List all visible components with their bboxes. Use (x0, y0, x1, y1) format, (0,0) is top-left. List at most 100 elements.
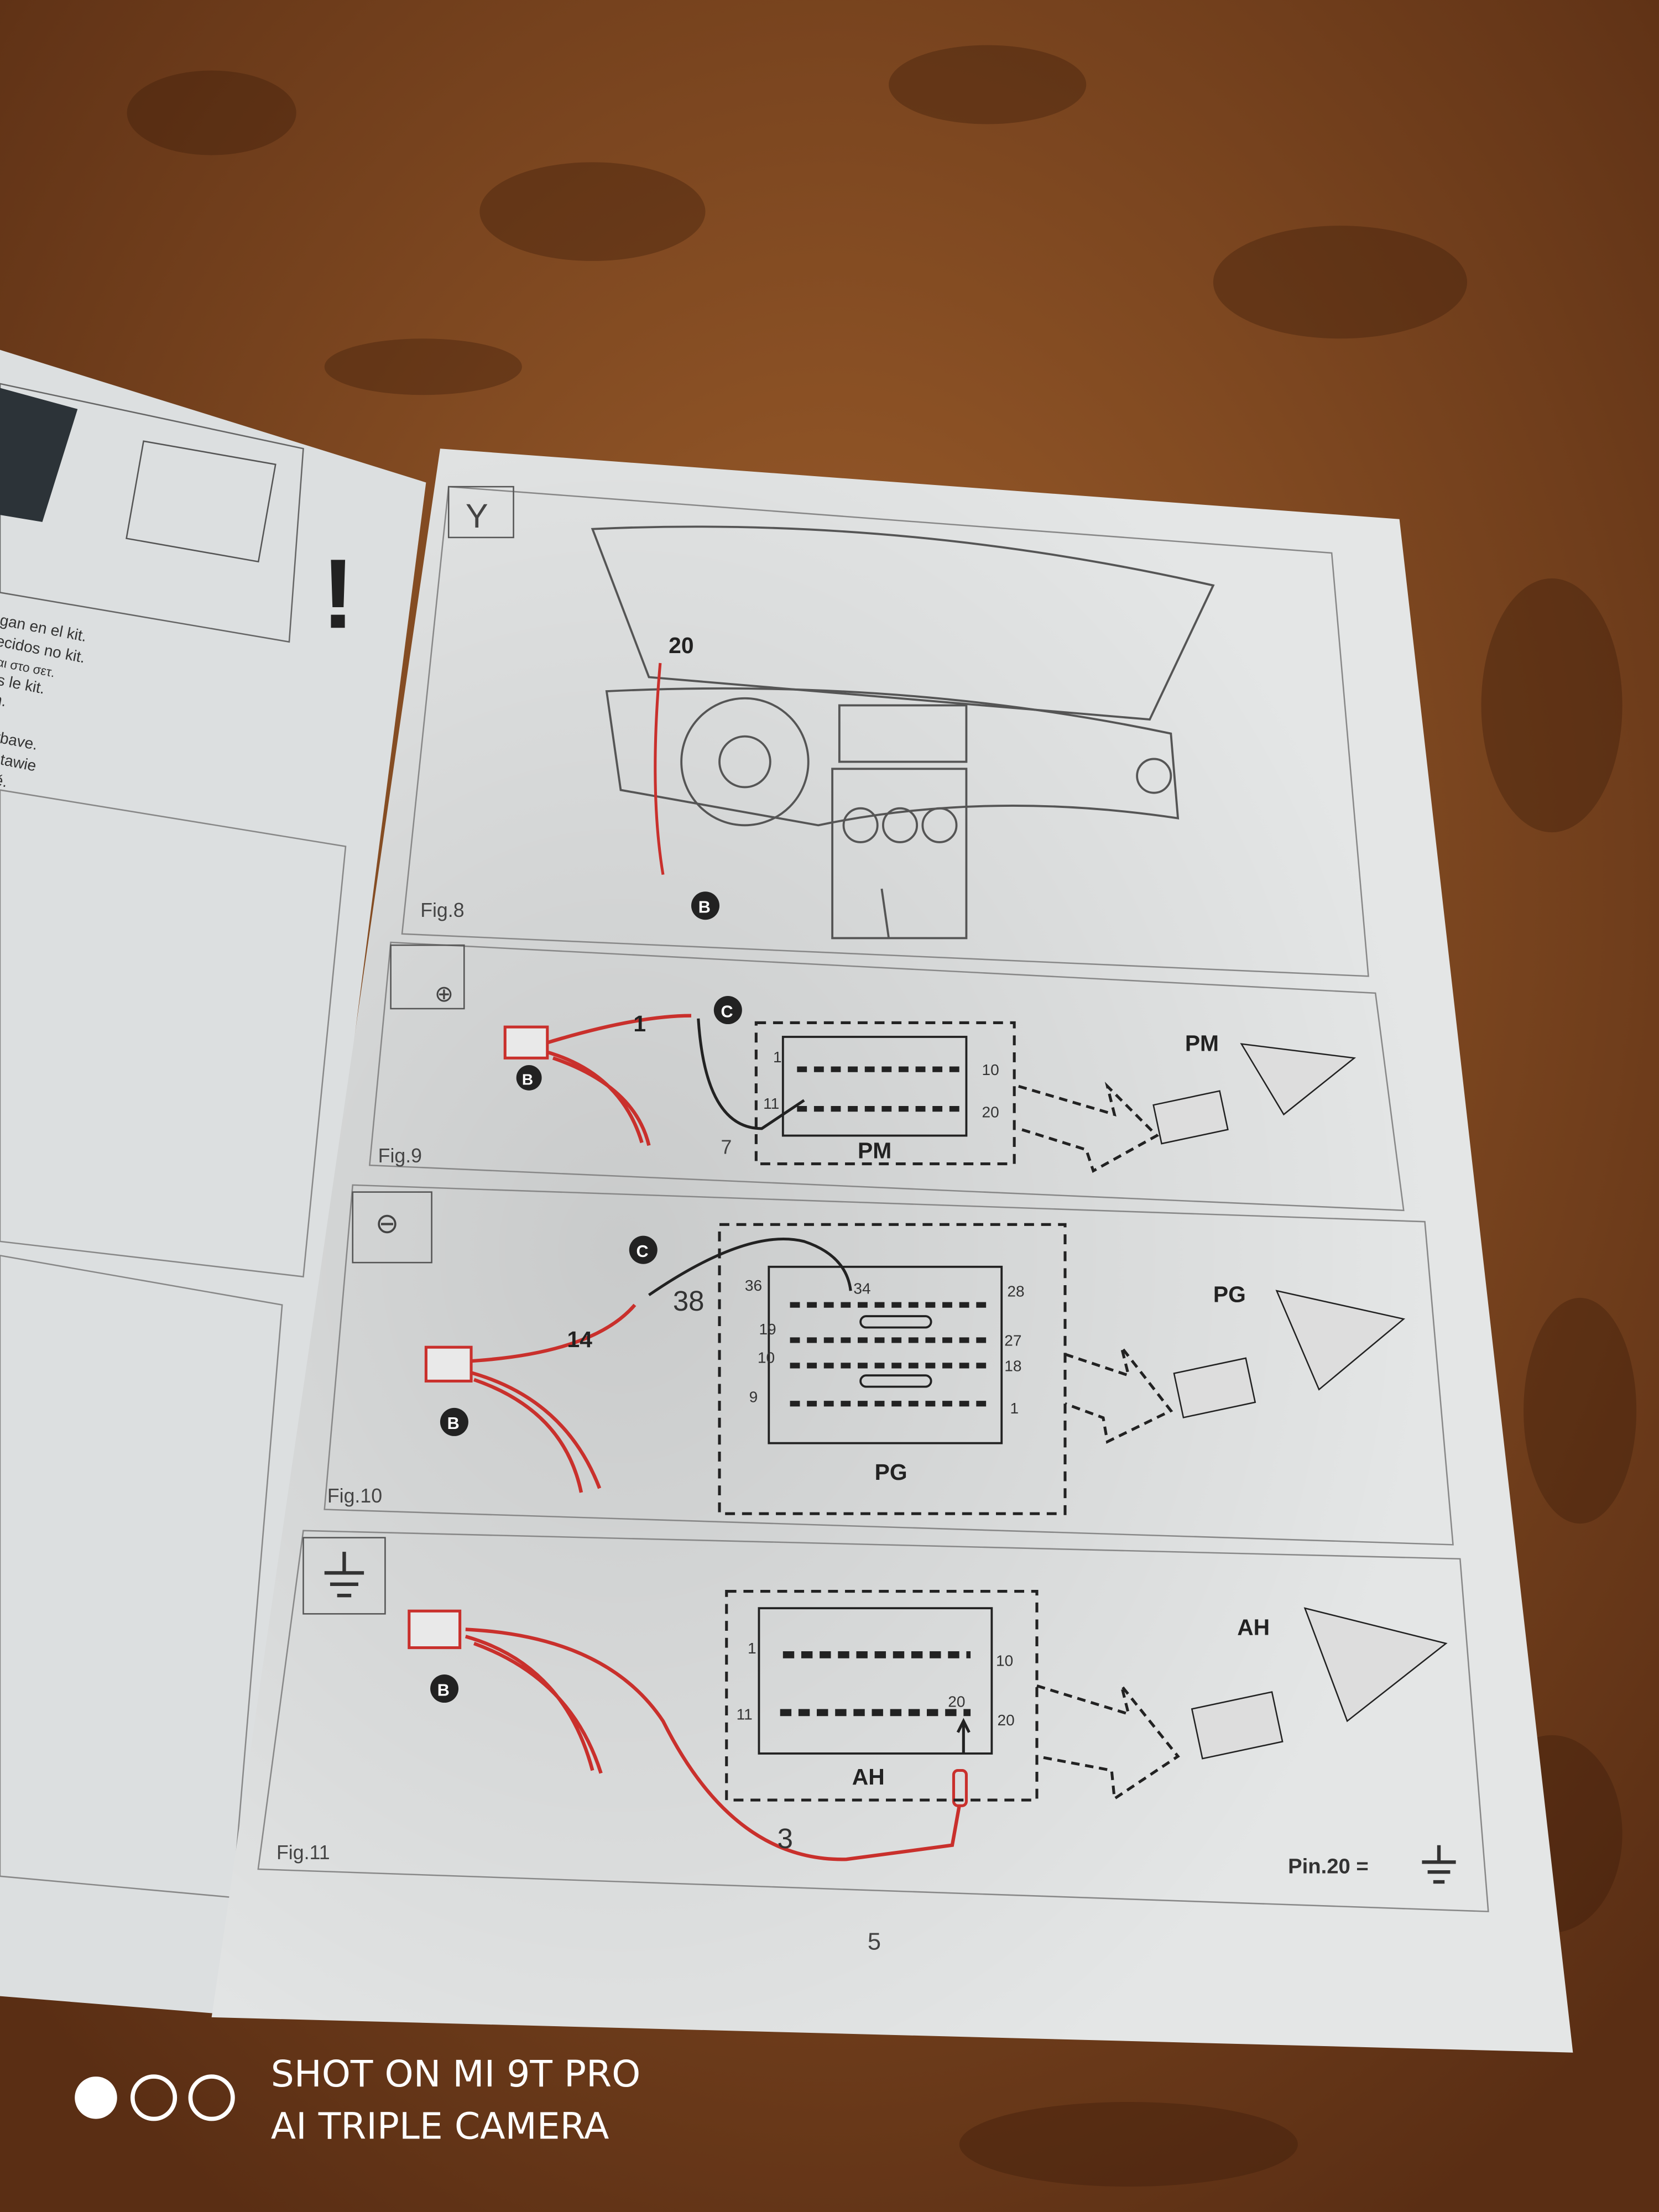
badge-b-label: B (447, 1414, 460, 1433)
pg-dashed-area (718, 1223, 1067, 1515)
left-arrow-icon (0, 388, 78, 522)
pin-label: 20 (982, 1103, 999, 1120)
red-harness (542, 1014, 691, 1146)
ground-icon (324, 1552, 364, 1598)
ground-icon-box (302, 1537, 386, 1615)
fig9-label: Fig.9 (378, 1145, 422, 1167)
exclamation-icon: ! (322, 538, 354, 649)
plug-icon (1173, 1357, 1256, 1418)
connector-label-right: PM (1185, 1030, 1219, 1056)
insert-arrow (1065, 1346, 1173, 1444)
watermark-ring-icon (130, 2074, 178, 2121)
red-wire (654, 662, 665, 875)
plug-icon (1152, 1090, 1229, 1145)
pin-label: 28 (1007, 1282, 1024, 1300)
badge-c-label: C (721, 1002, 733, 1021)
fig11-label: Fig.11 (276, 1841, 330, 1864)
watermark-line1: SHOT ON MI 9T PRO (271, 2052, 641, 2095)
pin-note: Pin.20 = (1288, 1855, 1369, 1879)
wire-number: 20 (669, 633, 693, 658)
camera-watermark: SHOT ON MI 9T PRO AI TRIPLE CAMERA (75, 2052, 640, 2147)
badge-b-label: B (522, 1071, 533, 1088)
wood-grain (127, 45, 1637, 2187)
connector-b (424, 1345, 473, 1383)
connector-label: AH (852, 1764, 885, 1790)
fig10-label: Fig.10 (327, 1485, 382, 1507)
pin-label: 36 (745, 1277, 762, 1294)
wire-number: 14 (567, 1327, 593, 1352)
watermark-line2: AI TRIPLE CAMERA (271, 2104, 609, 2147)
badge-b (430, 1674, 459, 1703)
pm-connector (781, 1036, 968, 1137)
ah-connector (758, 1607, 993, 1755)
plus-icon: ⊕ (435, 981, 453, 1006)
pin-label: 10 (758, 1349, 775, 1366)
red-harness (465, 1303, 637, 1493)
pin-label: 1 (1010, 1400, 1019, 1417)
dashboard-drawing (591, 525, 1215, 940)
pin-label: 19 (759, 1321, 776, 1338)
badge-b-label: B (698, 898, 711, 916)
power-icon-box (390, 944, 465, 1010)
watermark-ring-icon (188, 2074, 235, 2121)
black-wire (697, 1018, 805, 1130)
connector-label-right: PG (1213, 1282, 1246, 1307)
connector-label: PM (858, 1138, 891, 1163)
watermark-dot-icon (75, 2077, 117, 2119)
connector-label: PG (875, 1459, 907, 1485)
ah-dashed-area (725, 1589, 1039, 1802)
pin-label: 1 (748, 1640, 757, 1657)
wire-number: 7 (721, 1136, 732, 1159)
fig10-panel (324, 1184, 1454, 1546)
pin-label: 27 (1004, 1332, 1021, 1349)
pin-label: 34 (853, 1280, 870, 1297)
wire-number: 3 (778, 1823, 793, 1854)
pin-label: 1 (773, 1048, 782, 1066)
ground-symbol-icon (1422, 1845, 1456, 1884)
pg-connector (768, 1265, 1003, 1444)
radio-bracket-icon (1240, 1043, 1357, 1116)
wire-number: 38 (673, 1285, 705, 1317)
ring-terminal (952, 1768, 968, 1807)
connector-b (408, 1609, 462, 1650)
radio-bracket-icon (1275, 1290, 1406, 1391)
left-warning-box (0, 383, 304, 643)
pin-label: 20 (998, 1712, 1015, 1729)
badge-c (713, 996, 742, 1025)
badge-c (629, 1235, 658, 1264)
antenna-icon-box (447, 486, 514, 539)
badge-c-label: C (637, 1242, 649, 1261)
pin-label: 9 (749, 1389, 758, 1406)
pin-label: 11 (763, 1095, 779, 1112)
pm-dashed-area (754, 1021, 1016, 1166)
antenna-icon: Y (466, 497, 488, 535)
pin-label: 10 (996, 1652, 1013, 1670)
fig11-panel (257, 1530, 1489, 1912)
insert-arrow (1018, 1081, 1160, 1173)
left-page (0, 349, 426, 2015)
left-panel (0, 789, 347, 1278)
badge-b (691, 891, 720, 920)
negative-icon-box (352, 1191, 432, 1264)
pin-label: 10 (982, 1061, 999, 1078)
badge-b (440, 1407, 468, 1436)
red-wire (465, 1627, 961, 1861)
pin-label: 18 (1004, 1358, 1021, 1375)
fig8-label: Fig.8 (420, 899, 464, 921)
badge-b-label: B (437, 1681, 450, 1699)
page-number: 5 (868, 1928, 881, 1955)
plug-icon (1191, 1691, 1284, 1760)
radio-bracket-icon (1303, 1607, 1448, 1723)
battery-icon (126, 440, 276, 563)
wire-number: 1 (633, 1011, 646, 1036)
pin-label: 11 (737, 1706, 753, 1723)
insert-arrow (1036, 1684, 1180, 1802)
badge-b (516, 1065, 542, 1091)
connector-b (503, 1025, 549, 1060)
arrow-up-icon (956, 1718, 971, 1754)
fig8-panel (401, 486, 1369, 977)
minus-icon: ⊖ (375, 1208, 399, 1239)
fig9-panel (368, 941, 1405, 1212)
